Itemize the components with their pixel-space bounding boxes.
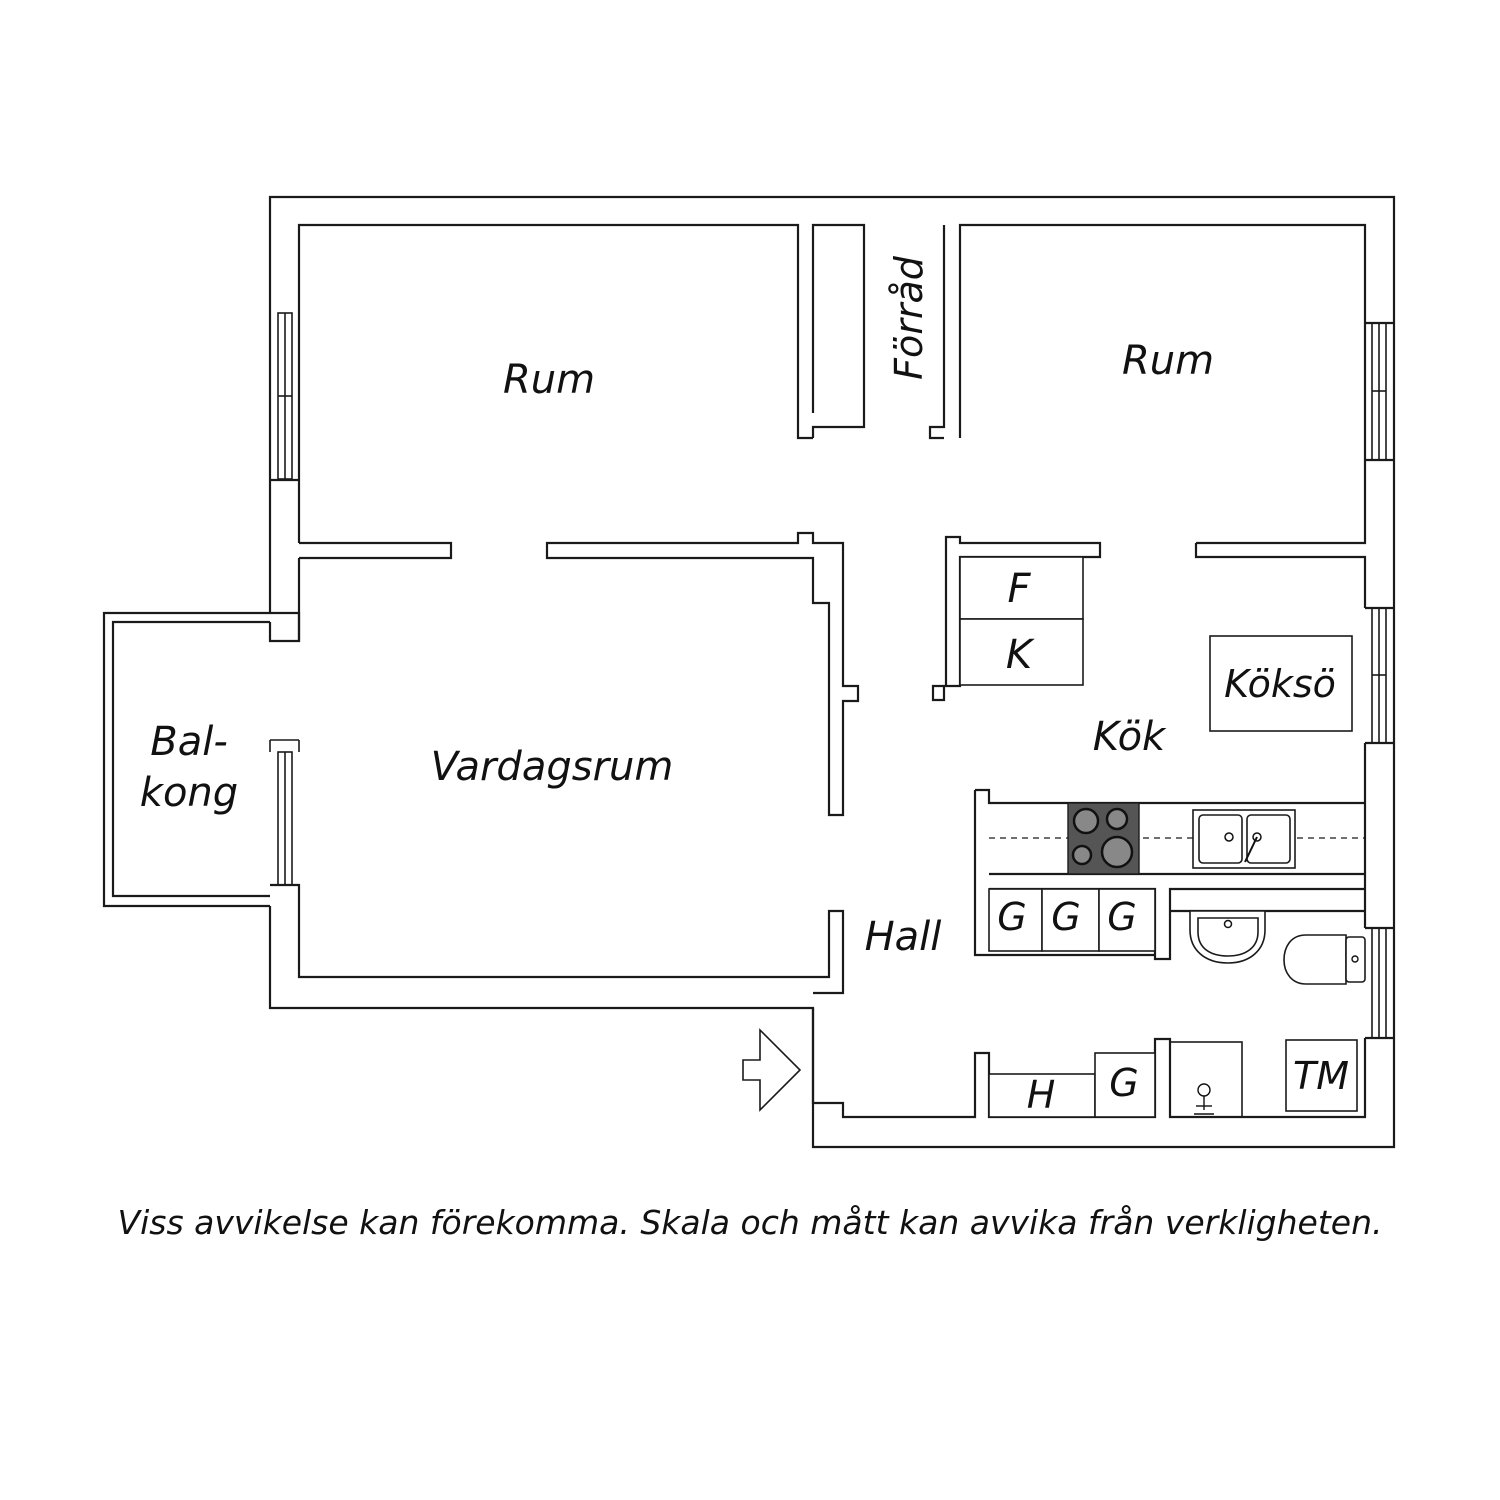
sink-icon (1192, 809, 1296, 869)
fixture-label-hall-wardrobe: G (1109, 1061, 1138, 1105)
room-label-kitchen: Kök (1093, 714, 1167, 760)
room-label-storage: Förråd (887, 255, 931, 380)
shower-icon (1169, 1041, 1243, 1118)
fixture-label-hall-shelf: H (1027, 1073, 1056, 1117)
room-label-kitchen-island: Köksö (1224, 662, 1336, 706)
disclaimer-text: Viss avvikelse kan förekomma. Skala och … (117, 1203, 1383, 1242)
fixture-label-wardrobe-3: G (1107, 895, 1136, 939)
room-label-hall: Hall (865, 914, 942, 960)
toilet-icon (1283, 934, 1366, 985)
kitchen-counter (989, 802, 1365, 875)
room-label-bedroom-right: Rum (1122, 338, 1214, 384)
fridge-freezer (959, 556, 1084, 686)
fixture-label-fridge: K (1006, 632, 1035, 678)
kitchen-island (1209, 635, 1353, 732)
fixture-label-washing-machine: TM (1293, 1054, 1349, 1098)
room-label-balcony-line2: kong (140, 770, 238, 816)
room-label-balcony-line1: Bal- (150, 719, 228, 765)
wardrobes (988, 888, 1156, 952)
hall-shelf (988, 1073, 1096, 1118)
fixture-label-wardrobe-1: G (997, 895, 1026, 939)
entrance-arrow-icon (742, 1028, 802, 1112)
washbasin-icon (1189, 910, 1266, 964)
washing-machine (1285, 1039, 1358, 1112)
room-label-bedroom-left: Rum (503, 357, 595, 403)
stove-icon (1067, 802, 1140, 875)
hall-wardrobe (1094, 1052, 1156, 1118)
room-label-living-room: Vardagsrum (431, 744, 674, 790)
fixture-label-wardrobe-2: G (1051, 895, 1080, 939)
fixture-label-freezer: F (1007, 566, 1031, 612)
